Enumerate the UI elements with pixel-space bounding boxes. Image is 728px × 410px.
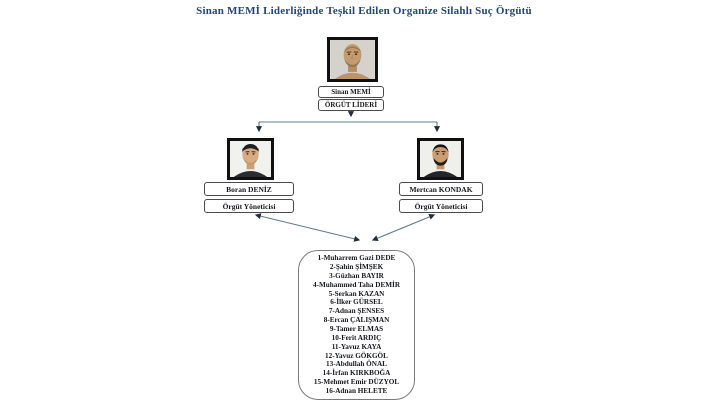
manager2-role-box: Örgüt Yöneticisi (399, 199, 483, 213)
manager2-portrait-graphic (420, 141, 461, 177)
roster-member: 9-Tamer ELMAS (329, 325, 384, 333)
manager1-portrait-graphic (230, 141, 271, 177)
roster-member: 6-İlker GÜRSEL (330, 298, 383, 307)
roster-member: 13-Abdullah ÖNAL (326, 360, 387, 369)
roster-member: 11-Yavuz KAYA (331, 342, 382, 351)
roster-member: 12-Yavuz GÖKGÖL (325, 351, 388, 360)
roster-member: 4-Muhammed Taha DEMİR (312, 280, 401, 289)
roster-member: 3-Güzhan BAYIR (329, 271, 384, 280)
roster-member: 1-Muharrem Gazi DEDE (317, 254, 396, 263)
leader-role-box: ÖRGÜT LİDERİ (318, 99, 384, 111)
leader-name-box: Sinan MEMİ (318, 86, 384, 98)
roster-box: 1-Muharrem Gazi DEDE 2-Şahin ŞİMŞEK 3-Gü… (298, 250, 415, 400)
roster-member: 10-Ferit ARDIÇ (331, 333, 382, 342)
manager2-photo (417, 138, 464, 180)
roster-member: 2-Şahin ŞİMŞEK (329, 263, 384, 272)
manager1-name-box: Boran DENİZ (204, 182, 294, 196)
roster-member: 15-Mehmet Emir DÜZYOL (313, 378, 400, 387)
roster-member: 16-Adnan HELETE (325, 386, 388, 395)
roster-member: 14-İrfan KIRKBOĞA (322, 369, 391, 378)
manager2-name-box: Mertcan KONDAK (399, 182, 483, 196)
manager1-role-box: Örgüt Yöneticisi (204, 199, 294, 213)
roster-member: 7-Adnan ŞENSES (328, 307, 385, 316)
leader-portrait-graphic (330, 40, 375, 79)
manager1-photo (227, 138, 274, 180)
leader-photo (327, 37, 378, 82)
roster-member: 5-Serkan KAZAN (328, 289, 385, 298)
chart-title: Sinan MEMİ Liderliğinde Teşkil Edilen Or… (196, 5, 532, 17)
roster-member: 8-Ercan ÇALIŞMAN (323, 316, 390, 325)
